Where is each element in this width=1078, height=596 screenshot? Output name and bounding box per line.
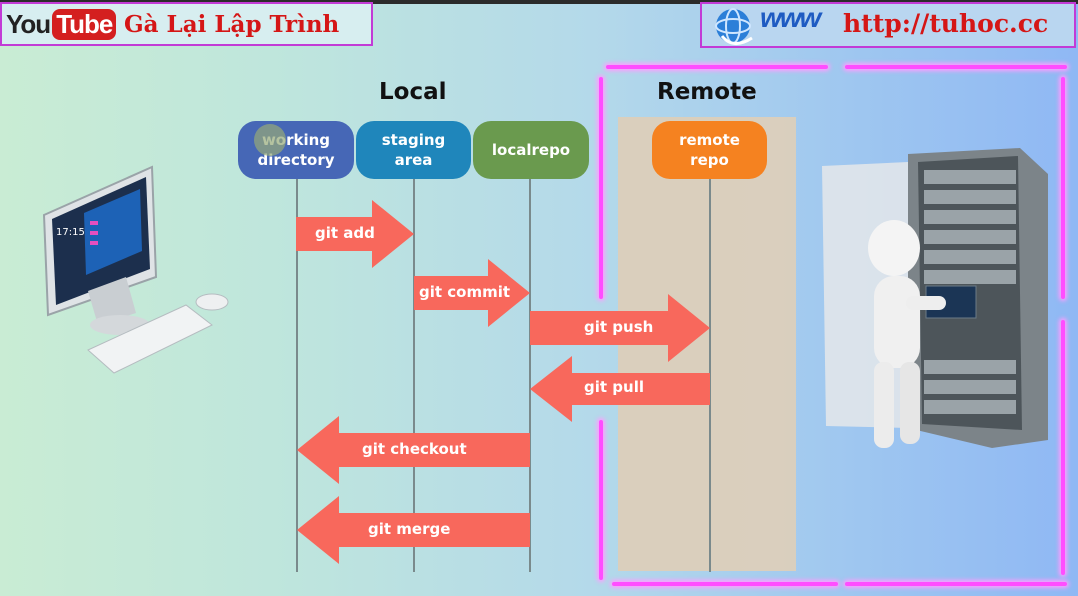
label-git-pull: git pull — [584, 378, 644, 396]
neon-border-bottom-left — [612, 582, 838, 586]
label-git-commit: git commit — [419, 283, 511, 301]
label-git-checkout: git checkout — [362, 440, 467, 458]
local-heading: Local — [379, 79, 447, 105]
arrow-git-push — [530, 294, 710, 362]
arrow-git-checkout — [297, 416, 530, 484]
label-git-add: git add — [315, 224, 375, 242]
arrow-git-commit — [414, 259, 530, 327]
neon-border-top-left — [606, 65, 828, 69]
channel-name: Gà Lại Lập Trình — [124, 11, 340, 38]
neon-border-left-top — [599, 77, 603, 299]
node-label: remote repo — [679, 131, 740, 169]
neon-border-bottom-right — [845, 582, 1067, 586]
node-label: localrepo — [491, 141, 571, 159]
website-url: http://tuhoc.cc — [843, 9, 1049, 38]
globe-icon — [715, 8, 753, 45]
node-working-directory: working directory — [238, 121, 354, 179]
arrow-git-merge — [297, 496, 530, 564]
neon-border-left-bottom — [599, 420, 603, 580]
node-remote-repo: remote repo — [652, 121, 767, 179]
neon-border-right-top — [1061, 77, 1065, 299]
svg-text:17:15: 17:15 — [56, 227, 85, 238]
node-localrepo: localrepo — [473, 121, 589, 179]
server-rack-with-person-icon — [822, 148, 1048, 448]
node-staging-area: staging area — [356, 121, 471, 179]
lane-line-working-directory — [296, 178, 298, 572]
lane-line-remote-repo — [709, 178, 711, 572]
lane-line-localrepo — [529, 178, 531, 572]
node-label: staging area — [381, 131, 446, 169]
remote-heading: Remote — [657, 79, 757, 105]
neon-border-right-bottom — [1061, 320, 1065, 575]
mouse-cursor-highlight — [254, 124, 286, 156]
arrow-git-pull — [530, 356, 710, 422]
www-logo: www — [760, 2, 821, 33]
label-git-merge: git merge — [368, 520, 451, 538]
website-banner — [700, 2, 1076, 48]
neon-border-top-right — [845, 65, 1067, 69]
top-bar — [0, 0, 1078, 4]
desktop-computer-icon: 17:15 — [42, 165, 229, 374]
label-git-push: git push — [584, 318, 654, 336]
lane-line-staging-area — [413, 178, 415, 572]
arrow-git-add — [296, 200, 414, 268]
